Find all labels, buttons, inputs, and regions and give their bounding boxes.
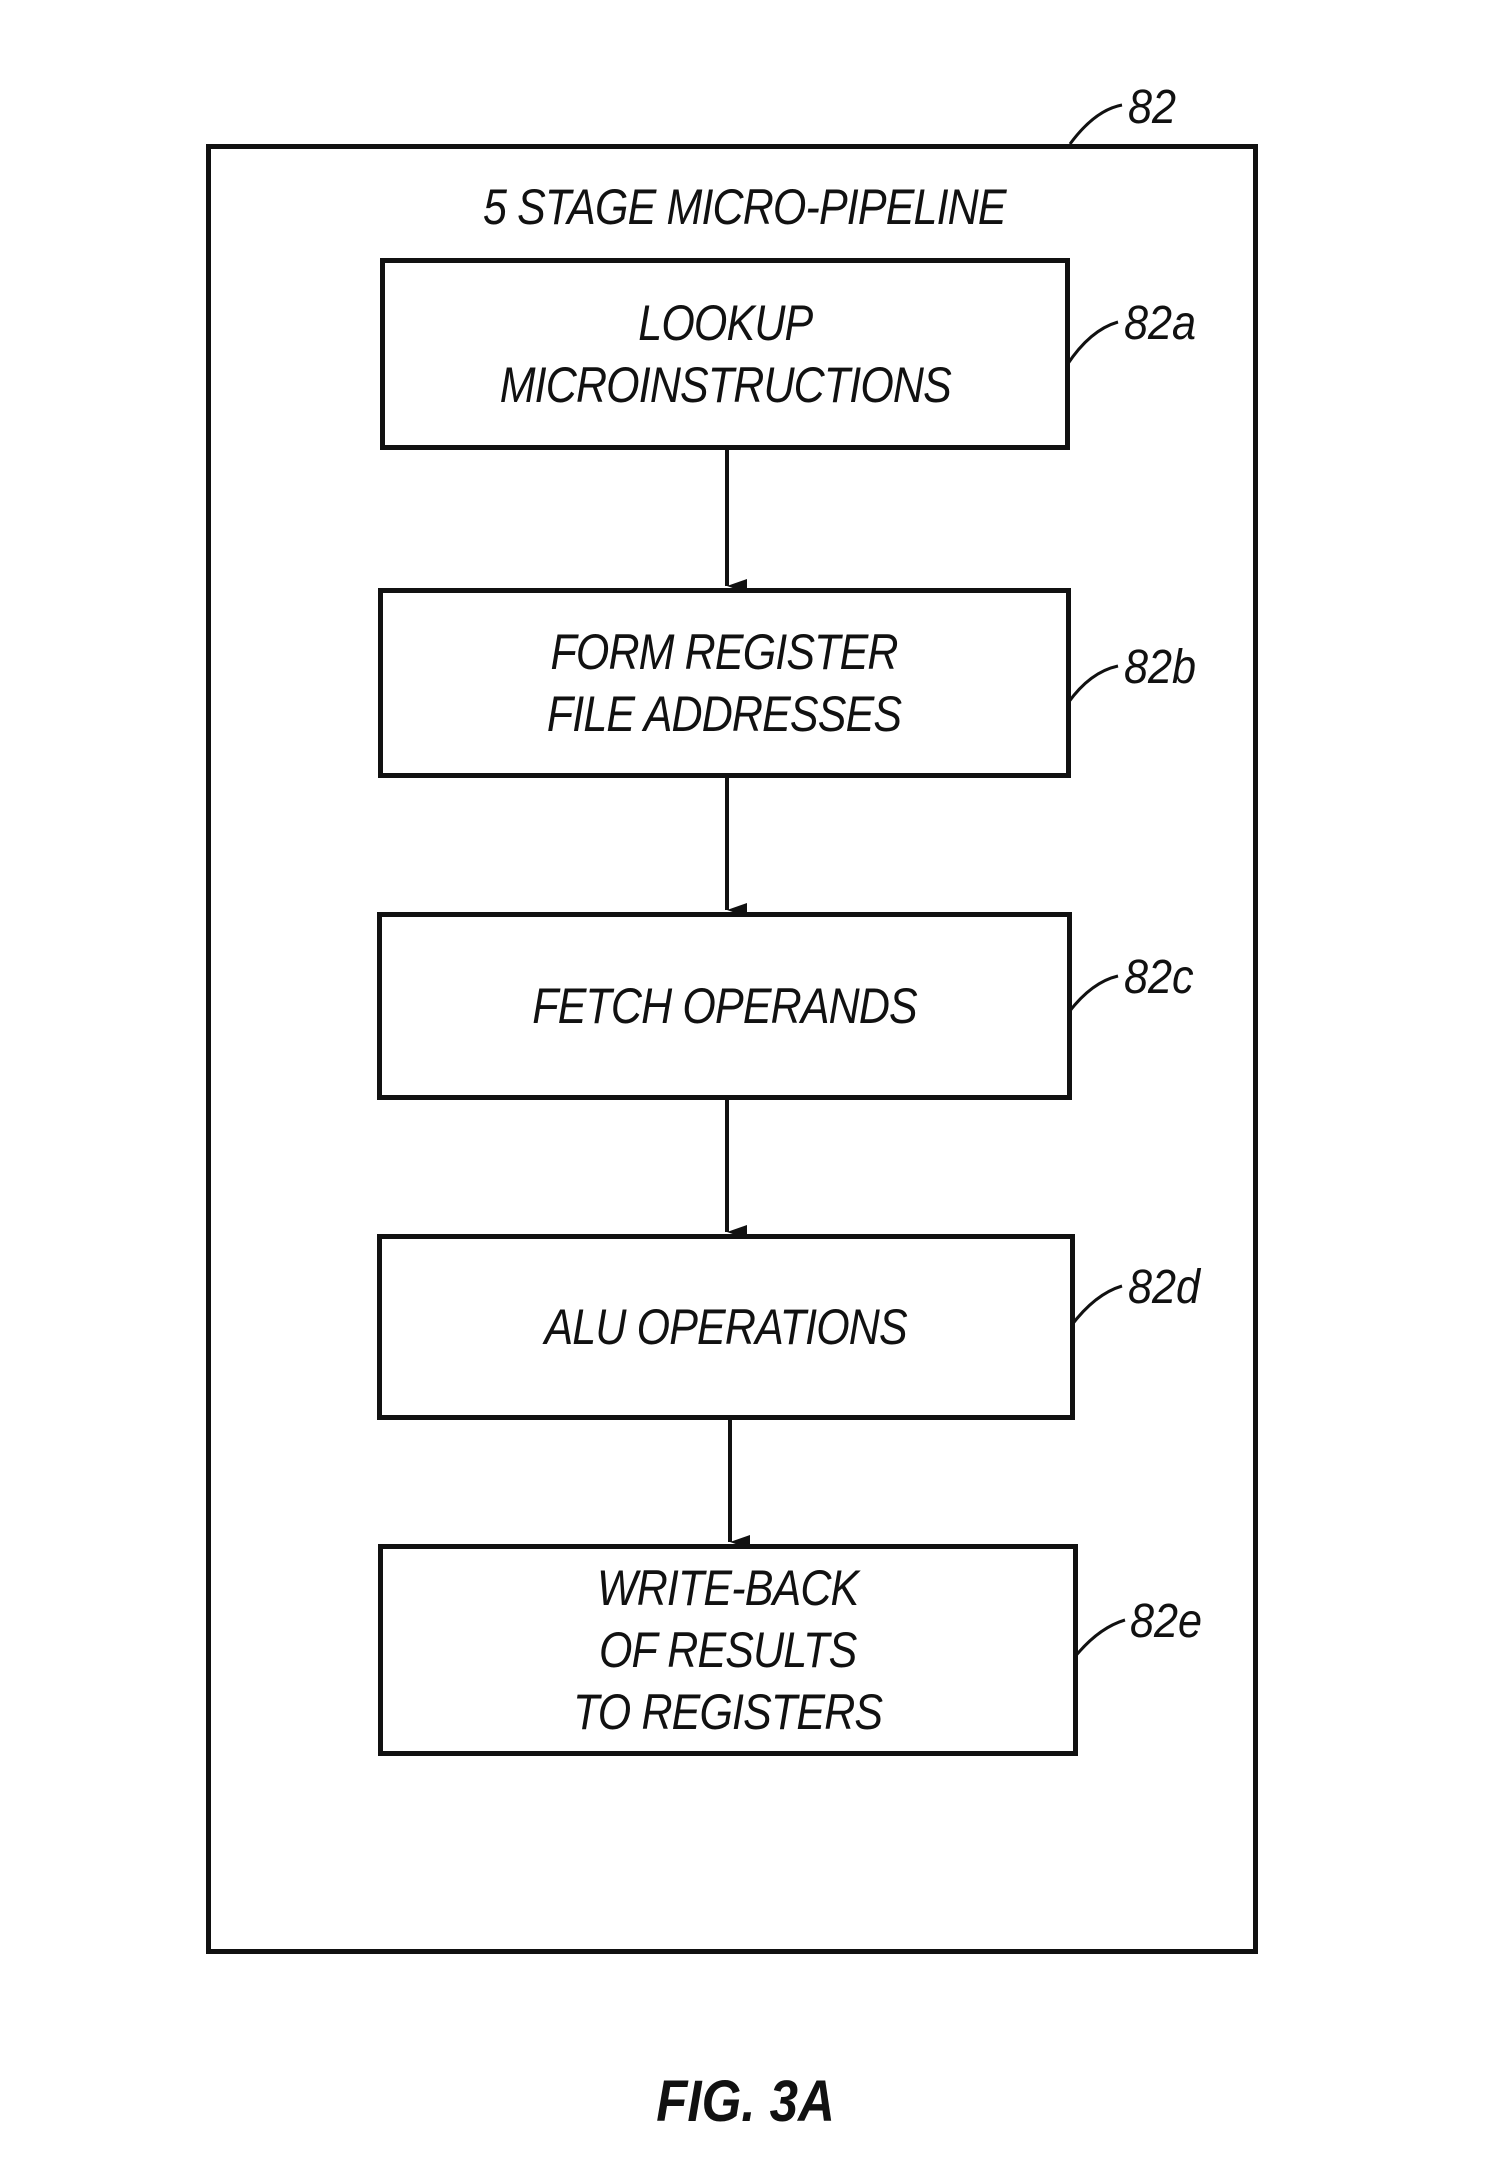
stage-label: ALU OPERATIONS (545, 1296, 907, 1358)
ref-label-stage: 82a (1124, 296, 1196, 351)
ref-label-stage: 82b (1124, 640, 1196, 695)
ref-label-stage: 82c (1124, 950, 1194, 1005)
ref-label-container: 82 (1128, 80, 1176, 135)
stage-label: LOOKUP MICROINSTRUCTIONS (499, 292, 950, 416)
stage-label: WRITE-BACK OF RESULTS TO REGISTERS (573, 1557, 882, 1743)
stage-box-lookup: LOOKUP MICROINSTRUCTIONS (380, 258, 1070, 450)
stage-label: FORM REGISTER FILE ADDRESSES (547, 621, 901, 745)
stage-label: FETCH OPERANDS (532, 975, 917, 1037)
pipeline-title: 5 STAGE MICRO-PIPELINE (102, 178, 1387, 236)
stage-box-alu-operations: ALU OPERATIONS (377, 1234, 1075, 1420)
leader-82 (1070, 105, 1122, 144)
ref-label-stage: 82d (1128, 1260, 1200, 1315)
stage-box-fetch-operands: FETCH OPERANDS (377, 912, 1072, 1100)
stage-box-write-back: WRITE-BACK OF RESULTS TO REGISTERS (378, 1544, 1078, 1756)
ref-label-stage: 82e (1130, 1594, 1202, 1649)
stage-box-form-register: FORM REGISTER FILE ADDRESSES (378, 588, 1071, 778)
figure-caption: FIG. 3A (88, 2068, 1403, 2135)
